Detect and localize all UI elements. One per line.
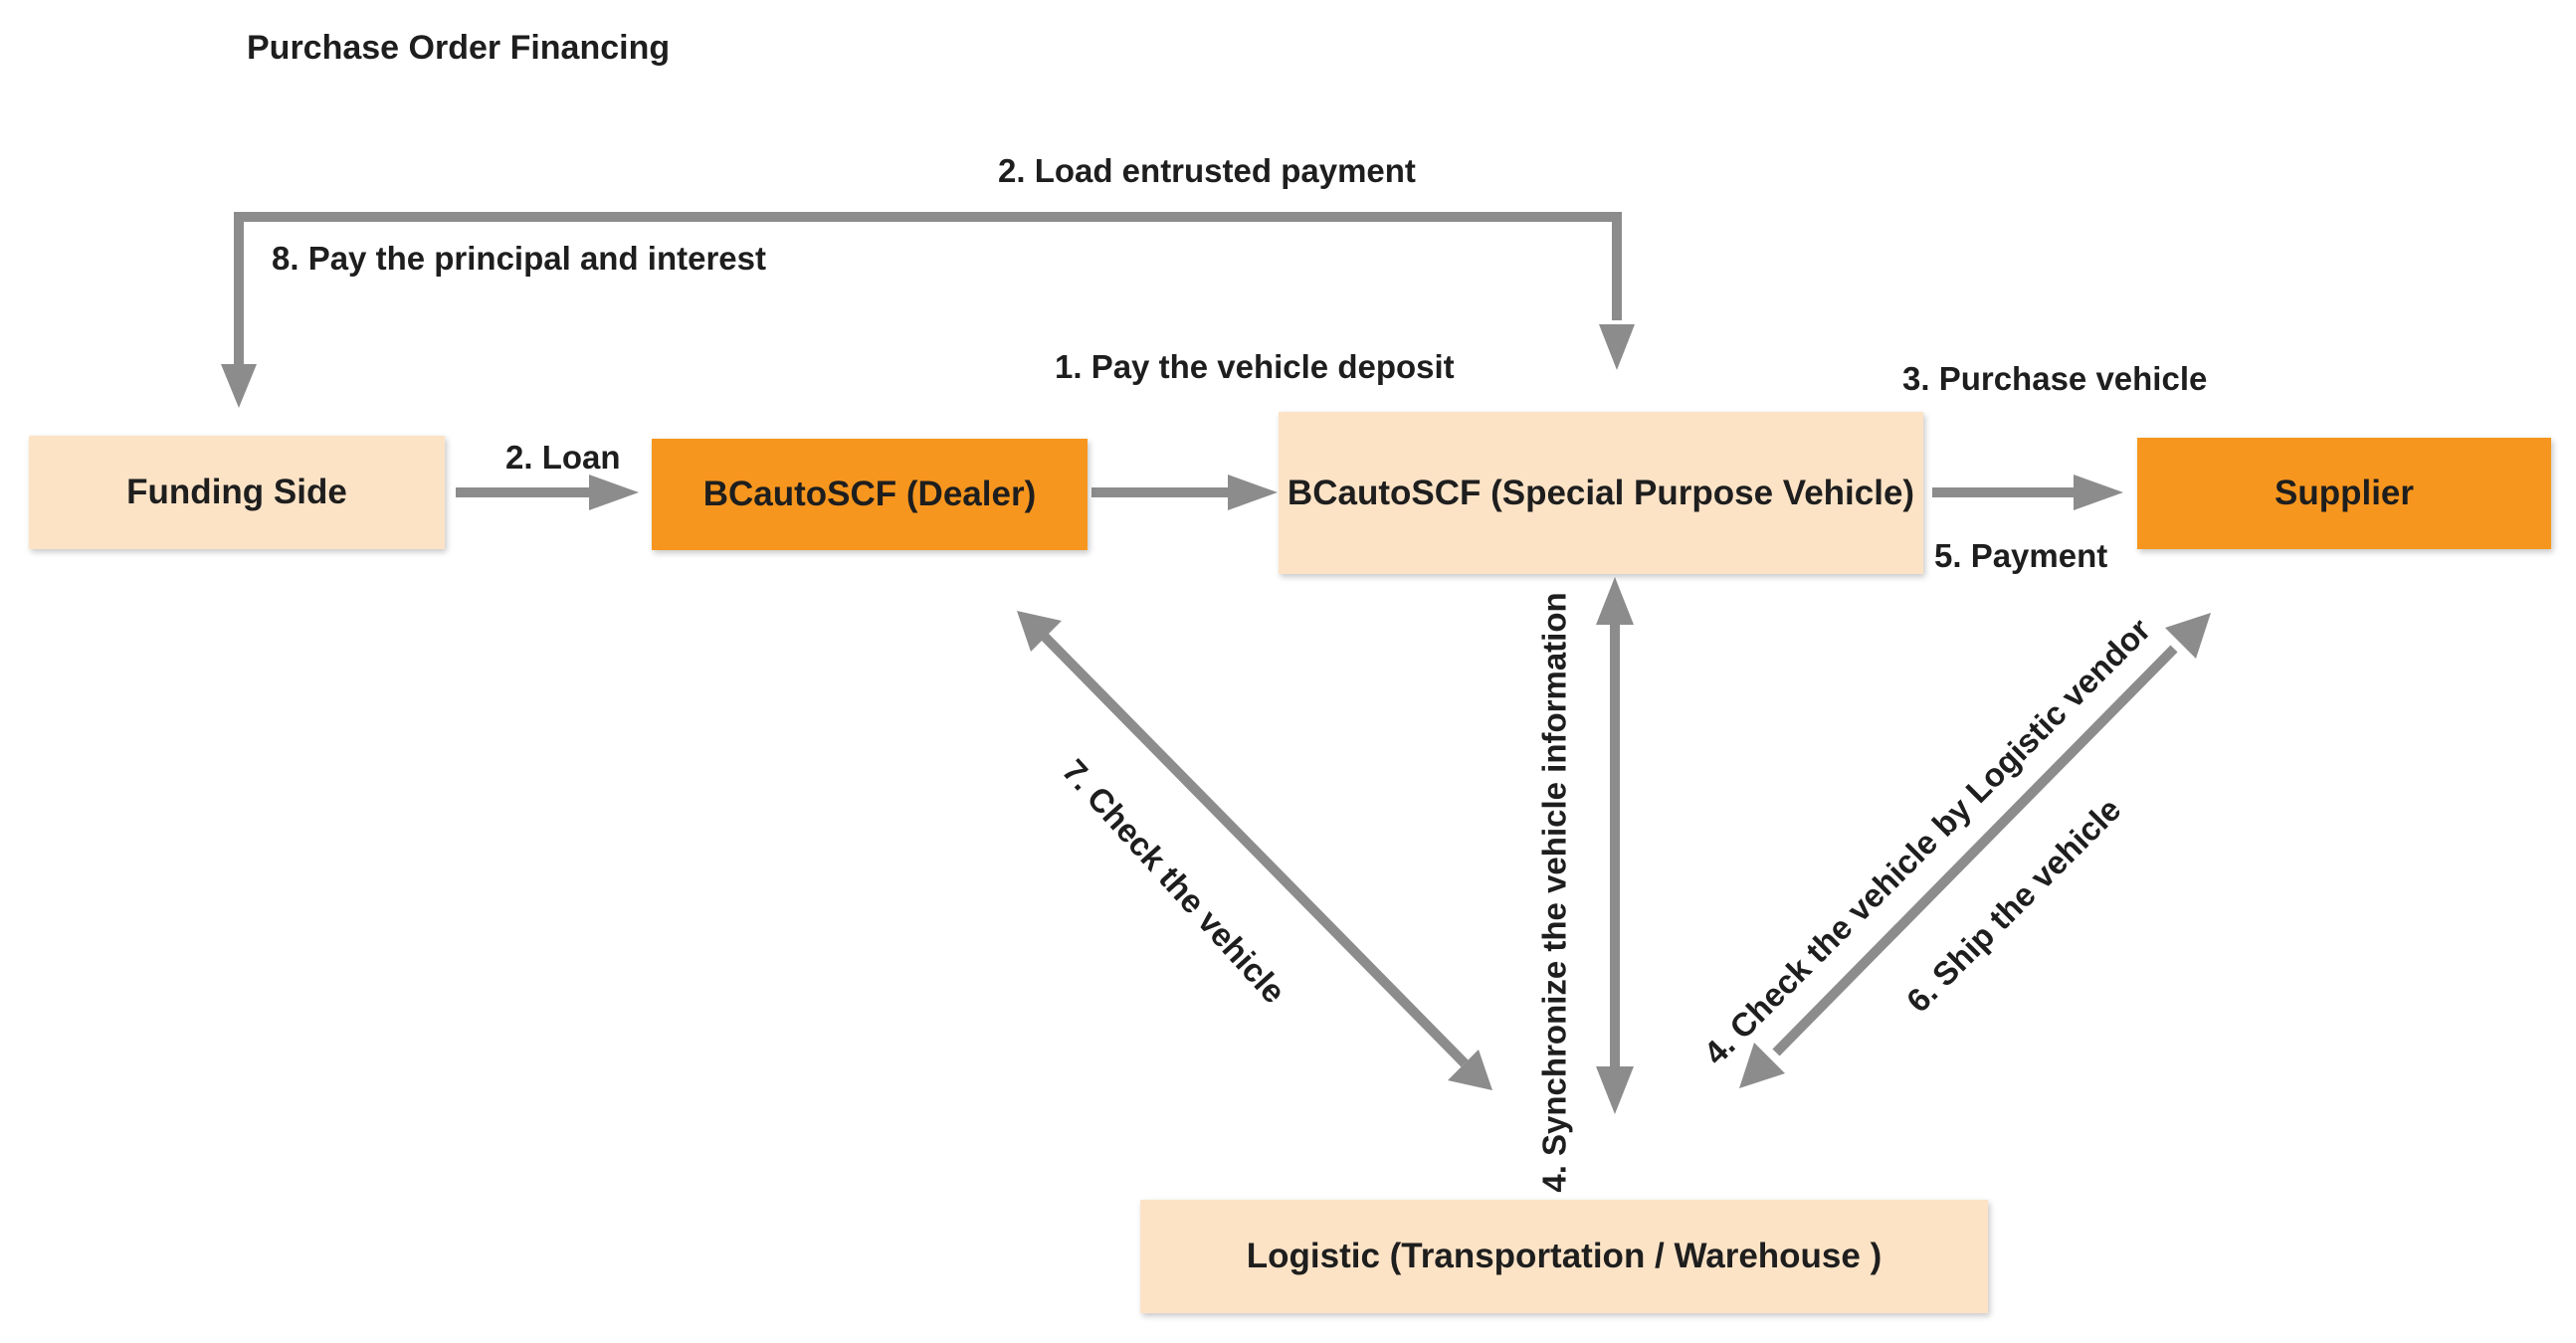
arrowhead-spv-top (1599, 324, 1635, 370)
node-dealer: BCautoSCF (Dealer) (652, 439, 1088, 550)
label-load-entrusted-payment: 2. Load entrusted payment (998, 152, 1416, 189)
node-spv: BCautoSCF (Special Purpose Vehicle) (1279, 412, 1923, 574)
label-purchase-vehicle: 3. Purchase vehicle (1902, 360, 2208, 397)
node-supplier-label: Supplier (2274, 474, 2415, 512)
label-pay-principal-interest: 8. Pay the principal and interest (272, 240, 766, 277)
arrowhead-funding (221, 364, 257, 408)
arrowhead-sync-bottom (1596, 1066, 1634, 1114)
arrowhead-check-dealer (1017, 611, 1062, 652)
arrowhead-purchase (2074, 475, 2123, 510)
arrowhead-ship-logistic (1739, 1043, 1785, 1088)
node-dealer-label: BCautoSCF (Dealer) (702, 475, 1037, 513)
diagram-title: Purchase Order Financing (247, 29, 671, 67)
check-vehicle-arrow-line (1041, 633, 1469, 1067)
node-supplier: Supplier (2137, 438, 2551, 549)
label-loan: 2. Loan (505, 439, 621, 476)
arrowhead-loan (589, 475, 639, 510)
label-synchronize-vehicle-info: 4. Synchronize the vehicle information (1535, 592, 1573, 1193)
loop-connector-line (234, 212, 1622, 390)
label-payment: 5. Payment (1934, 537, 2108, 574)
node-logistic: Logistic (Transportation / Warehouse ) (1140, 1200, 1988, 1313)
node-logistic-label: Logistic (Transportation / Warehouse ) (1246, 1237, 1882, 1275)
arrowhead-deposit (1228, 475, 1278, 510)
ship-arrow-line (1772, 645, 2178, 1056)
arrowhead-check-logistic (1448, 1050, 1492, 1090)
node-spv-label: BCautoSCF (Special Purpose Vehicle) (1287, 473, 1915, 512)
node-funding-side-label: Funding Side (126, 473, 347, 511)
arrowhead-sync-top (1596, 577, 1634, 625)
node-funding-side: Funding Side (29, 436, 445, 549)
label-pay-vehicle-deposit: 1. Pay the vehicle deposit (1055, 348, 1455, 385)
arrowhead-ship-supplier (2165, 613, 2211, 659)
